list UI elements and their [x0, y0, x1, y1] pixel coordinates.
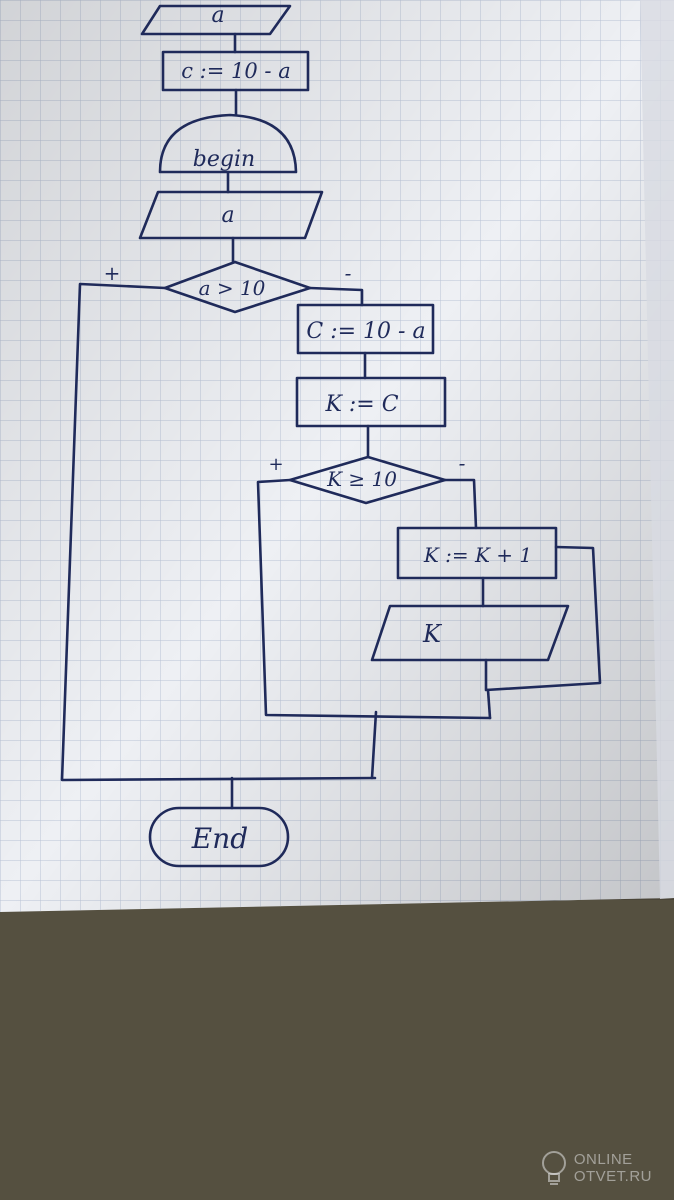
input-label: a: [221, 203, 234, 228]
end-terminator: End: [148, 806, 290, 868]
assign-c-box: C := 10 - a: [296, 303, 435, 355]
condition1-true-label: +: [104, 261, 121, 285]
condition2-false-label: -: [459, 451, 466, 475]
output-label: K: [422, 620, 443, 648]
watermark: ONLINE OTVET.RU: [540, 1150, 652, 1186]
input-parallelogram: a: [138, 190, 324, 240]
lightbulb-icon: [541, 1151, 566, 1185]
assign-c-label: C := 10 - a: [306, 319, 425, 344]
condition1-false-label: -: [345, 261, 352, 285]
assign-k-label: K := C: [324, 392, 398, 417]
begin-terminator: begin: [158, 113, 298, 174]
top-input-label: a: [211, 3, 224, 28]
begin-label: begin: [193, 147, 255, 172]
end-label: End: [191, 822, 248, 855]
condition1-label: a > 10: [199, 276, 266, 300]
assign-k-box: K := C: [295, 376, 447, 428]
output-parallelogram: K: [370, 604, 570, 662]
condition2-label: K ≥ 10: [326, 467, 397, 491]
first-assign-label: c := 10 - a: [181, 59, 290, 83]
increment-box: K := K + 1: [396, 526, 558, 580]
increment-label: K := K + 1: [423, 543, 532, 567]
decision-a-gt-10: a > 10 + -: [104, 260, 352, 314]
watermark-line2: OTVET.RU: [573, 1168, 652, 1185]
decision-k-ge-10: K ≥ 10 + -: [268, 451, 466, 505]
grid-paper: [0, 0, 674, 912]
top-input-shape: a: [140, 3, 292, 36]
condition2-true-label: +: [268, 454, 283, 475]
watermark-line1: ONLINE: [573, 1151, 633, 1168]
first-assign-box: c := 10 - a: [161, 50, 310, 92]
